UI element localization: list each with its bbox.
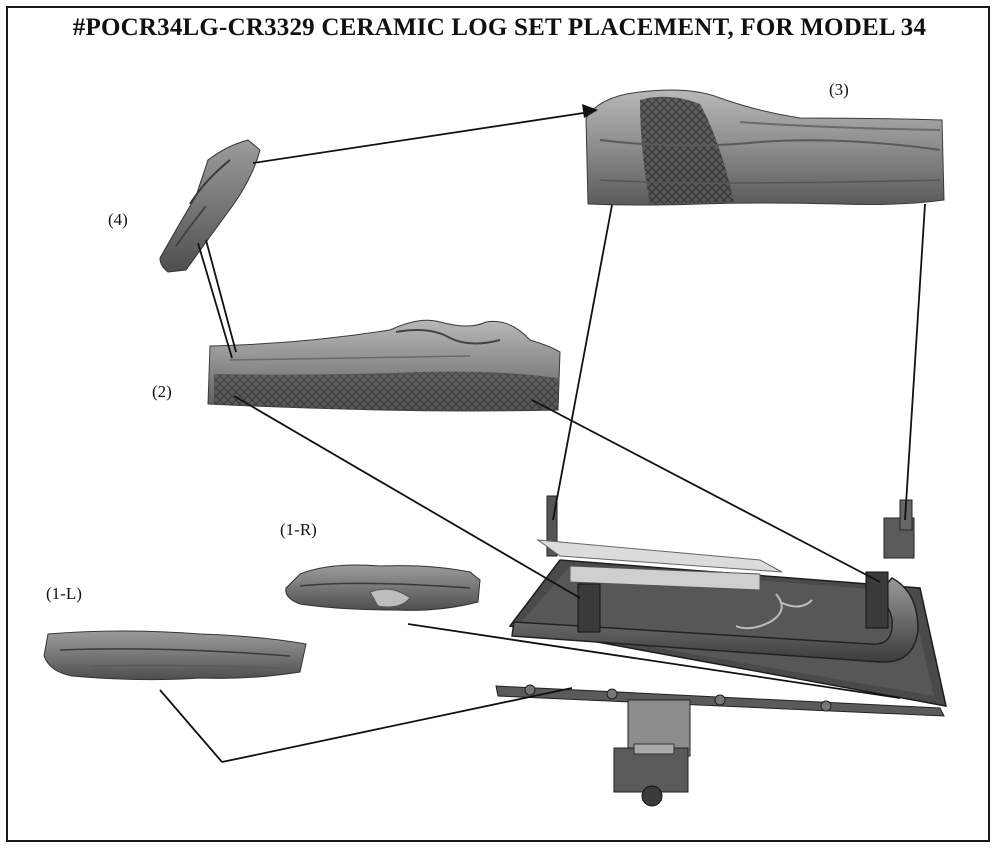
line-1l-a bbox=[159, 689, 223, 763]
log-4 bbox=[159, 139, 261, 273]
line-4-to-3 bbox=[252, 111, 591, 164]
label-log-4: (4) bbox=[108, 210, 128, 229]
line-4-to-2-b bbox=[205, 239, 237, 353]
line-4-to-2-a bbox=[197, 242, 233, 359]
label-log-2: (2) bbox=[152, 382, 172, 401]
diagram-title: #POCR34LG-CR3329 CERAMIC LOG SET PLACEME… bbox=[72, 14, 927, 41]
line-3-left bbox=[552, 204, 613, 521]
arrowhead-3 bbox=[582, 104, 598, 118]
placement-lines bbox=[159, 104, 926, 763]
log-2 bbox=[207, 319, 561, 412]
line-2-left bbox=[233, 395, 581, 599]
log-1l bbox=[43, 630, 307, 681]
log-3 bbox=[585, 89, 945, 206]
log-1r bbox=[285, 564, 481, 611]
line-1r bbox=[407, 623, 901, 699]
line-2-right bbox=[531, 399, 881, 583]
label-log-1r: (1-R) bbox=[280, 520, 317, 539]
label-log-3: (3) bbox=[829, 80, 849, 99]
burner-assembly bbox=[495, 495, 947, 807]
line-1l-b bbox=[221, 687, 573, 763]
line-3-right bbox=[904, 203, 926, 521]
label-log-1l: (1-L) bbox=[46, 584, 82, 603]
